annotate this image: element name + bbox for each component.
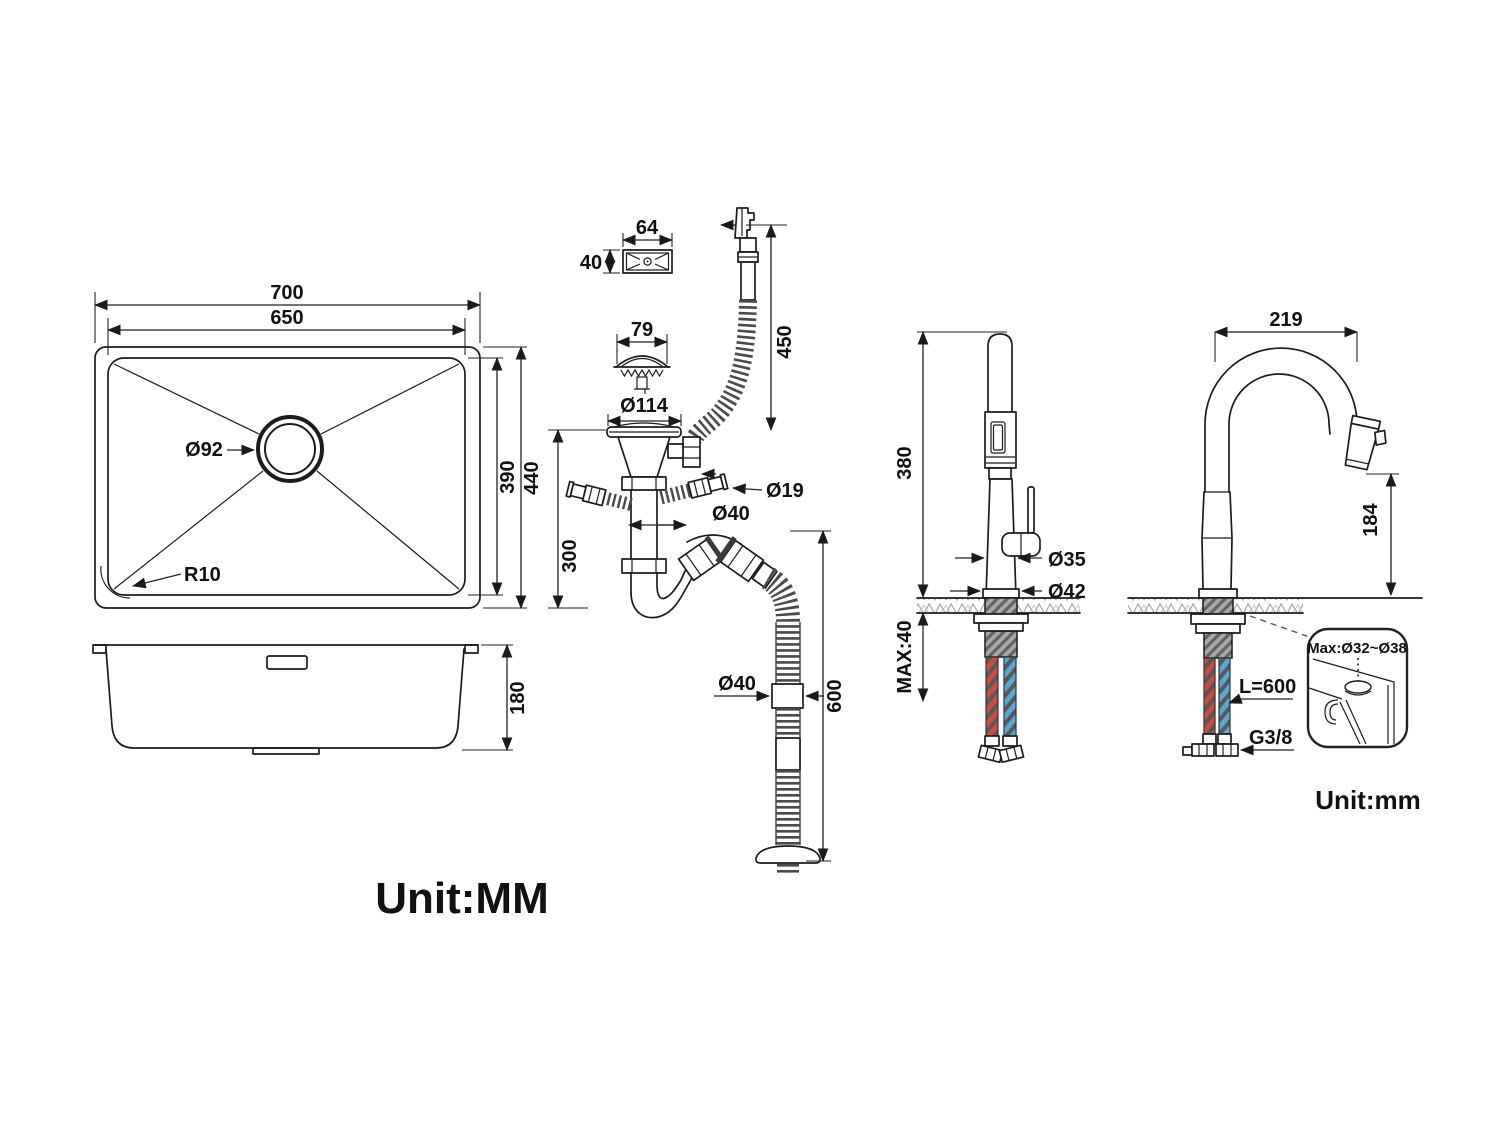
label-hose-length: L=600 xyxy=(1239,676,1296,698)
sink-side-view xyxy=(92,644,479,755)
dim-inner-depth: 390 xyxy=(497,460,519,493)
trap-bend xyxy=(630,572,694,619)
hole-detail-bubble: Max:Ø32~Ø38 xyxy=(1306,627,1409,749)
dim-cover-width: 64 xyxy=(636,217,659,239)
overflow-cover: 64 40 xyxy=(580,217,673,274)
overflow-hose: 450 xyxy=(667,207,796,480)
dim-overflow-length: 450 xyxy=(774,325,796,358)
sink-top-dimensions: 700 650 390 440 Ø92 R10 xyxy=(94,282,543,609)
side-inlet-fitting xyxy=(565,480,633,511)
dim-body-diameter: Ø35 xyxy=(1048,549,1086,571)
unit-label-secondary: Unit:mm xyxy=(1315,785,1420,815)
dim-faucet-height: 380 xyxy=(894,446,916,479)
dim-flange-diameter: Ø114 xyxy=(620,395,669,417)
mounting-nut-front xyxy=(1190,613,1246,625)
dim-bowl-depth: 180 xyxy=(507,681,529,714)
dim-hose-length: 600 xyxy=(824,679,846,712)
label-thread-size: G3/8 xyxy=(1249,727,1292,749)
dishwasher-inlet-fitting xyxy=(659,473,729,505)
drain-hole xyxy=(256,415,324,483)
faucet-spout-top xyxy=(987,333,1013,412)
dim-counter-max: MAX:40 xyxy=(894,620,916,693)
faucet-handle-lever xyxy=(1027,486,1035,534)
overflow-slot xyxy=(266,655,308,670)
sink-side-dimensions: 180 xyxy=(462,644,529,751)
counter-edge-hook xyxy=(1324,699,1339,725)
faucet-base-front xyxy=(1198,588,1238,599)
dim-cover-height: 40 xyxy=(580,252,602,274)
overflow-clip xyxy=(734,207,755,239)
dim-outer-width: 700 xyxy=(270,282,303,304)
faucet-side-view: 380 Ø35 Ø42 MAX:40 xyxy=(894,331,1086,764)
outlet-hose: Ø40 600 xyxy=(714,530,846,876)
sink-top-view xyxy=(94,346,481,609)
spray-head xyxy=(1344,414,1387,471)
hot-water-hose xyxy=(985,656,999,738)
corner-radius-arc xyxy=(100,565,131,599)
basket-strainer: 79 xyxy=(613,319,671,394)
dim-pipe-diameter: Ø40 xyxy=(712,503,750,525)
cold-water-hose-front xyxy=(1218,657,1231,737)
dim-hose-diameter: Ø40 xyxy=(718,673,756,695)
dim-inner-width: 650 xyxy=(270,307,303,329)
strainer-teeth xyxy=(620,368,664,378)
hot-water-hose-front xyxy=(1203,657,1216,737)
unit-label-primary: Unit:MM xyxy=(375,874,549,923)
mounting-hole xyxy=(1344,680,1372,694)
gooseneck-inner xyxy=(1228,373,1331,493)
drain-trap-assembly: Ø114 xyxy=(548,395,804,619)
mounting-nut xyxy=(973,613,1029,624)
mounting-shank-front xyxy=(1203,632,1233,659)
dim-spout-reach: 219 xyxy=(1269,309,1302,331)
dim-spout-clearance: 184 xyxy=(1360,502,1382,536)
spray-head-window xyxy=(990,421,1006,454)
dim-basket-width: 79 xyxy=(631,319,653,341)
overflow-corrugated-hose xyxy=(685,299,757,444)
dim-corner-radius: R10 xyxy=(184,564,221,586)
dim-inlet-diameter: Ø19 xyxy=(766,480,804,502)
dim-trap-height: 300 xyxy=(559,539,581,572)
faucet-front-view: 219 184 xyxy=(1127,309,1423,757)
faucet-base xyxy=(982,588,1020,599)
dim-outer-depth: 440 xyxy=(521,461,543,494)
bottom-drain xyxy=(252,747,320,755)
spray-head-toggle xyxy=(1373,429,1387,446)
label-hole-range: Max:Ø32~Ø38 xyxy=(1307,640,1407,657)
hose-collar xyxy=(771,683,804,709)
cold-water-hose xyxy=(1003,656,1017,738)
gooseneck-outer xyxy=(1204,347,1358,493)
dim-drain-diameter: Ø92 xyxy=(185,439,223,461)
